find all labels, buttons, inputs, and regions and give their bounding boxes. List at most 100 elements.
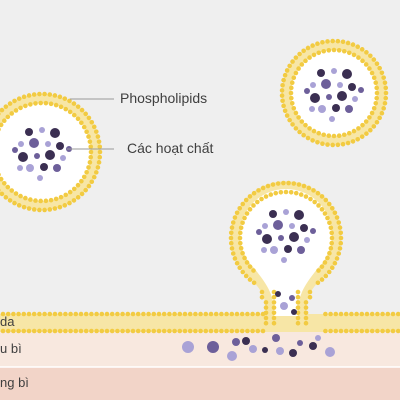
phospholipid-head: [95, 134, 101, 139]
phospholipid-head: [301, 183, 307, 189]
phospholipid-head: [346, 130, 352, 136]
phospholipid-head: [208, 311, 214, 317]
surface-membrane: [0, 311, 400, 334]
phospholipid-head: [245, 328, 250, 334]
phospholipid-head: [237, 230, 243, 236]
phospholipid-head: [87, 139, 93, 144]
phospholipid-head: [78, 311, 84, 317]
phospholipid-head: [350, 42, 356, 47]
phospholipid-head: [242, 215, 247, 221]
phospholipid-head: [240, 269, 246, 275]
phospholipid-head: [31, 207, 37, 212]
phospholipid-head: [367, 66, 372, 71]
phospholipid-head: [240, 220, 245, 226]
phospholipid-head: [316, 268, 321, 273]
phospholipid-head: [289, 85, 294, 91]
phospholipid-head: [57, 94, 63, 100]
phospholipid-head: [91, 124, 97, 130]
phospholipid-head: [334, 215, 340, 220]
phospholipid-head: [369, 70, 375, 76]
phospholipid-head: [371, 124, 377, 129]
phospholipid-head: [33, 198, 38, 203]
phospholipid-head: [99, 311, 105, 317]
active-ingredient-particle: [182, 341, 194, 353]
phospholipid-head: [329, 240, 335, 246]
phospholipid-head: [79, 107, 85, 113]
phospholipid-head: [368, 127, 373, 133]
phospholipid-head: [340, 39, 346, 45]
phospholipid-head: [73, 328, 79, 334]
liposome-vesicles: [0, 38, 389, 326]
phospholipid-head: [96, 139, 102, 144]
phospholipid-head: [26, 93, 32, 98]
active-ingredient-particle: [40, 163, 48, 171]
phospholipid-head: [21, 94, 27, 100]
phospholipid-head: [9, 111, 15, 116]
phospholipid-head: [303, 194, 309, 199]
phospholipid-head: [359, 134, 365, 139]
phospholipid-head: [161, 328, 167, 334]
phospholipid-head: [26, 311, 32, 317]
active-ingredient-particle: [289, 295, 295, 301]
phospholipid-head: [47, 207, 53, 212]
active-ingredient-particle: [332, 104, 340, 112]
phospholipid-head: [237, 235, 243, 241]
phospholipid-head: [67, 109, 73, 115]
phospholipid-head: [350, 139, 356, 144]
phospholipid-head: [43, 100, 49, 106]
phospholipid-head: [320, 141, 325, 146]
phospholipid-head: [332, 260, 338, 266]
phospholipid-head: [91, 174, 97, 180]
phospholipid-head: [375, 311, 380, 317]
phospholipid-head: [48, 101, 54, 107]
phospholipid-head: [83, 187, 88, 193]
phospholipid-head: [125, 328, 131, 334]
active-ingredient-particle: [289, 223, 295, 229]
phospholipid-head: [338, 240, 344, 246]
phospholipid-head: [67, 189, 73, 195]
phospholipid-head: [68, 311, 73, 317]
phospholipid-head: [75, 104, 81, 109]
phospholipid-head: [120, 311, 125, 317]
phospholipid-head: [177, 311, 183, 317]
phospholipid-head: [193, 311, 198, 317]
phospholipid-head: [63, 311, 68, 317]
phospholipid-head: [240, 250, 245, 256]
phospholipid-head: [341, 48, 347, 54]
phospholipid-head: [307, 55, 312, 60]
active-ingredient-particle: [278, 235, 284, 241]
phospholipid-head: [367, 115, 372, 120]
phospholipid-head: [289, 80, 295, 86]
phospholipid-head: [228, 235, 234, 241]
phospholipid-head: [281, 77, 286, 83]
phospholipid-head: [43, 198, 49, 204]
phospholipid-head: [293, 126, 299, 131]
phospholipid-head: [75, 195, 81, 200]
phospholipid-head: [94, 328, 99, 334]
phospholipid-head: [0, 188, 1, 192]
vesicle-core: [239, 188, 332, 316]
phospholipid-head: [256, 188, 261, 193]
phospholipid-head: [311, 128, 317, 134]
phospholipid-head: [245, 311, 250, 317]
phospholipid-head: [237, 205, 243, 211]
phospholipid-head: [271, 315, 277, 321]
active-ingredient-particle: [309, 106, 315, 112]
phospholipid-head: [323, 273, 329, 279]
active-ingredient-particle: [242, 337, 250, 345]
active-ingredient-particle: [315, 335, 321, 341]
active-ingredient-particle: [232, 338, 240, 346]
phospholipid-head: [383, 85, 389, 91]
phospholipid-head: [141, 328, 146, 334]
phospholipid-head: [282, 108, 288, 114]
phospholipid-head: [390, 311, 396, 317]
active-ingredient-particle: [337, 91, 347, 101]
phospholipid-head: [104, 328, 110, 334]
phospholipid-head: [213, 328, 219, 334]
phospholipid-head: [182, 328, 188, 334]
phospholipid-head: [120, 328, 125, 334]
phospholipid-head: [322, 260, 328, 265]
phospholipid-head: [156, 311, 162, 317]
phospholipid-head: [338, 311, 344, 317]
